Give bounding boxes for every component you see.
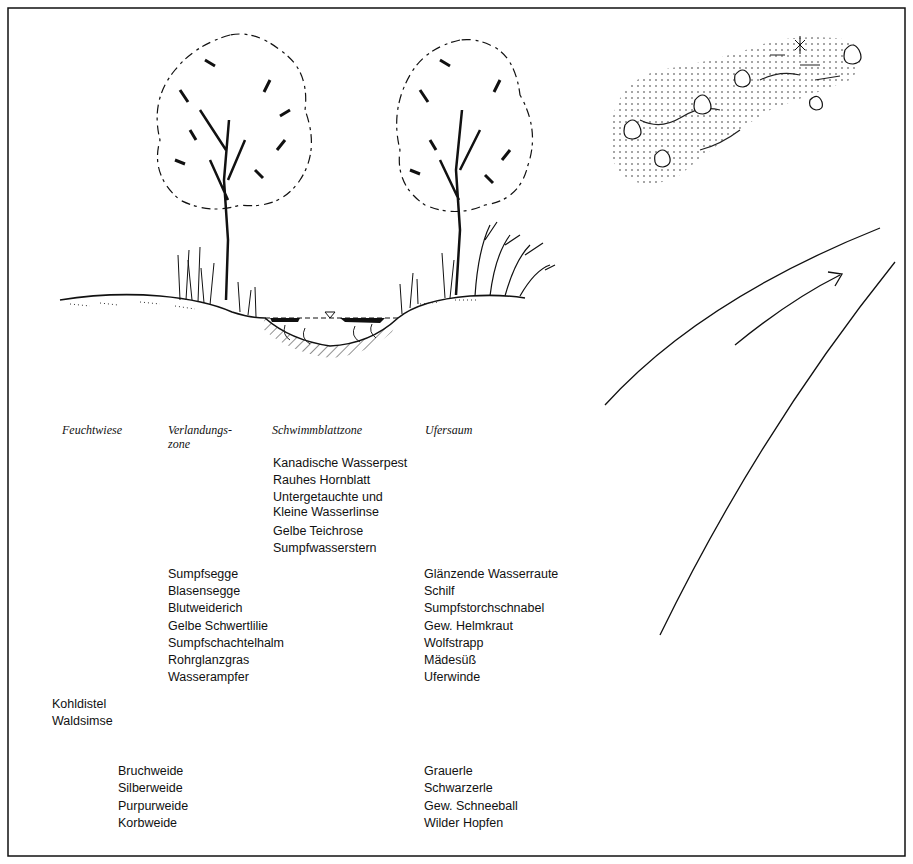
plant-name: Schilf [424,584,455,599]
plant-name: Wasserampfer [168,670,249,685]
meadow-area [610,37,860,184]
plant-name: Rohrglanzgras [168,653,249,668]
plant-name: Blutweiderich [168,601,242,616]
plant-name: Sumpfschachtelhalm [168,636,284,651]
plant-name: Korbweide [118,816,177,831]
bush [475,222,555,296]
tree-crown [157,34,311,209]
plant-name: Mädesüß [424,653,476,668]
plant-name: Kohldistel [52,697,106,712]
submerged-plants [284,324,376,344]
plant-name: Silberweide [118,781,183,796]
plant-name: Sumpfstorchschnabel [424,601,544,616]
reeds [178,247,454,317]
flow-arrow [735,275,840,345]
river-bank [660,262,895,635]
soil-hatching [262,318,398,358]
ground-dots [70,300,478,309]
plant-name: Schwarzerle [424,781,493,796]
zone-heading: Schwimmblattzone [272,423,362,437]
floating-leaves [270,318,385,323]
plant-name: Waldsimse [52,714,113,729]
plant-name: Wilder Hopfen [424,816,503,831]
water-level-symbol [325,312,335,318]
plant-name: Grauerle [424,764,473,779]
tree-trunk [200,110,245,300]
plant-name: Kanadische Wasserpest [273,456,407,471]
foliage-strokes [410,60,510,183]
shrubs [624,45,861,167]
ground-line [60,295,525,346]
arrow-head [828,272,842,286]
star-symbol [795,36,805,54]
plant-name: Uferwinde [424,670,480,685]
plant-name: Gelbe Teichrose [273,524,363,539]
plant-name: Rauhes Hornblatt [273,473,370,488]
plant-name: Gew. Helmkraut [424,619,513,634]
tree-trunk [440,110,480,295]
plant-name: Wolfstrapp [424,636,484,651]
plant-name: Gew. Schneeball [424,799,518,814]
plant-name: Glänzende Wasserraute [424,567,558,582]
frame [8,8,905,856]
zone-heading: Ufersaum [425,423,472,437]
plant-name: Untergetauchte und Kleine Wasserlinse [273,490,405,520]
plant-name: Sumpfsegge [168,567,238,582]
river-bank [605,228,880,405]
zone-heading: Feuchtwiese [62,423,122,437]
plant-name: Purpurweide [118,799,188,814]
zone-heading: Verlandungs- zone [168,423,250,451]
plant-name: Gelbe Schwertlilie [168,619,268,634]
tree-crown [397,40,533,212]
plant-name: Blasensegge [168,584,240,599]
foliage-strokes [175,60,290,178]
plant-name: Sumpfwasserstern [273,541,377,556]
plant-name: Bruchweide [118,764,183,779]
